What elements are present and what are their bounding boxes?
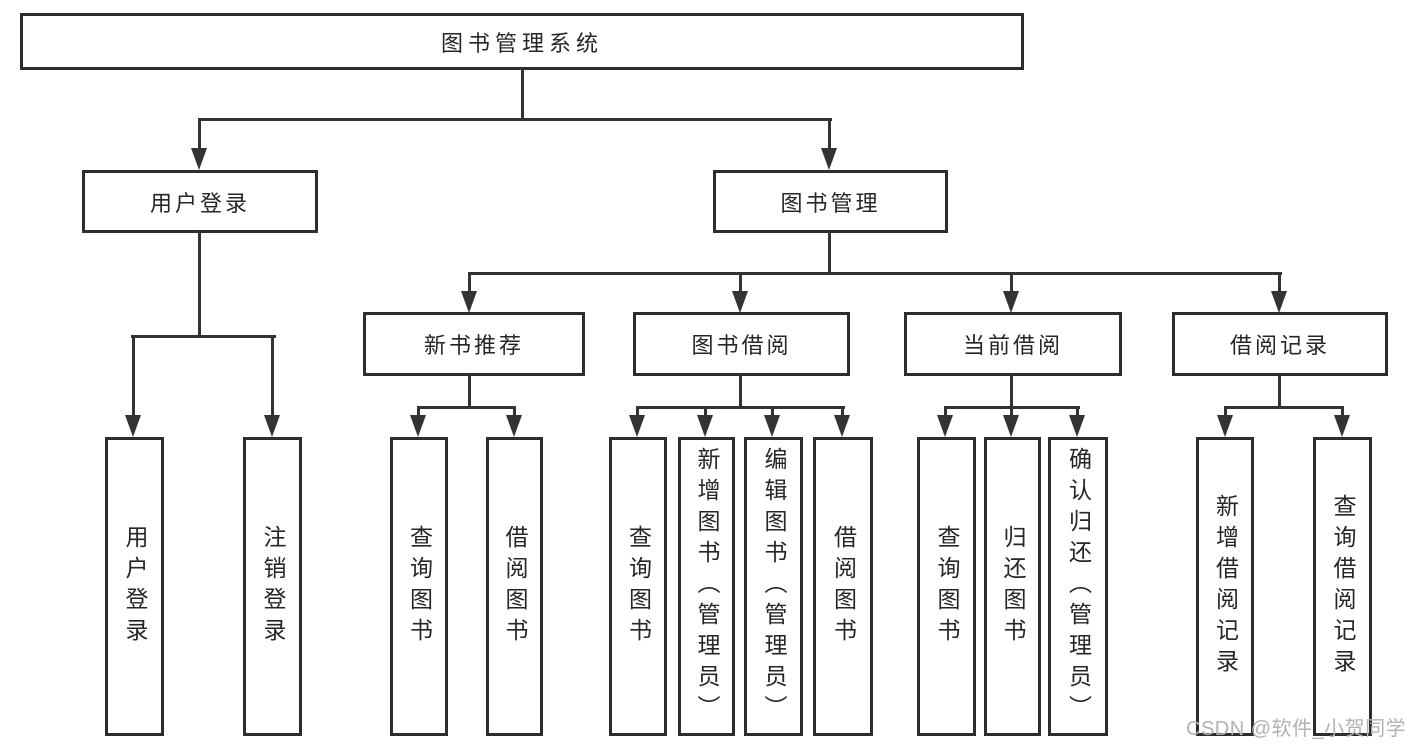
connector-line [271, 335, 274, 419]
arrow-down-icon [461, 291, 477, 313]
arrow-down-icon [732, 291, 748, 313]
leaf-logout: 注销登录 [243, 437, 302, 736]
connector-line [131, 335, 276, 338]
node-label: 编辑图书（管理员） [761, 447, 787, 726]
connector-line [198, 231, 201, 338]
connector-line [1278, 374, 1281, 408]
node-label: 图书借阅 [691, 333, 792, 358]
connector-line [513, 406, 516, 420]
connector-line [636, 406, 845, 409]
connector-line [1278, 272, 1281, 294]
arrow-down-icon [629, 415, 645, 437]
watermark: CSDN @软件_小贺同学 [1186, 718, 1405, 740]
connector-line [704, 406, 707, 420]
connector-line [132, 335, 135, 419]
connector-line [739, 374, 742, 408]
leaf-query-book: 查询图书 [390, 437, 448, 736]
node-current-borrow: 当前借阅 [904, 312, 1122, 376]
node-label: 用户登录 [149, 190, 250, 216]
arrow-down-icon [1003, 291, 1019, 313]
leaf-query-book: 查询图书 [609, 437, 667, 736]
node-label: 确认归还（管理员） [1065, 447, 1092, 726]
arrow-down-icon [1003, 415, 1019, 437]
connector-line [417, 406, 516, 409]
arrow-down-icon [506, 415, 522, 437]
connector-line [468, 374, 471, 408]
arrow-down-icon [1334, 415, 1350, 437]
connector-line [841, 406, 844, 420]
node-borrow-records: 借阅记录 [1172, 312, 1388, 376]
connector-line [1010, 374, 1013, 408]
connector-line [198, 118, 832, 121]
node-new-book-recommend: 新书推荐 [363, 312, 585, 376]
node-label: 图书管理 [780, 190, 881, 216]
connector-line [739, 272, 742, 294]
node-library-system: 图书管理系统 [20, 13, 1024, 70]
leaf-return-book: 归还图书 [984, 437, 1041, 736]
arrow-down-icon [1069, 415, 1085, 437]
connector-line [1076, 406, 1079, 420]
leaf-borrow-book: 借阅图书 [813, 437, 873, 736]
node-label: 用户登录 [122, 524, 148, 649]
connector-line [828, 232, 831, 273]
leaf-add-borrow-record: 新增借阅记录 [1196, 437, 1254, 736]
connector-line [417, 406, 420, 420]
node-label: 归还图书 [1000, 524, 1026, 649]
leaf-borrow-book: 借阅图书 [486, 437, 543, 736]
node-label: 查询图书 [406, 524, 433, 649]
node-label: 查询借阅记录 [1330, 493, 1356, 680]
leaf-add-book-admin: 新增图书（管理员） [678, 437, 735, 736]
node-user-login: 用户登录 [82, 170, 318, 233]
connector-line [521, 69, 524, 121]
arrow-down-icon [764, 415, 780, 437]
node-label: 借阅记录 [1229, 333, 1330, 358]
arrow-down-icon [1217, 415, 1233, 437]
connector-line [944, 406, 947, 420]
node-label: 图书管理系统 [440, 30, 603, 56]
arrow-down-icon [697, 415, 713, 437]
connector-line [1010, 406, 1013, 420]
connector-line [198, 118, 201, 152]
arrow-down-icon [125, 415, 141, 437]
node-label: 借阅图书 [502, 524, 528, 649]
connector-line [469, 272, 1282, 275]
arrow-down-icon [264, 415, 280, 437]
arrow-down-icon [834, 415, 850, 437]
node-label: 新增借阅记录 [1212, 493, 1239, 680]
leaf-confirm-return-admin: 确认归还（管理员） [1048, 437, 1108, 736]
node-label: 查询图书 [625, 524, 652, 649]
arrow-down-icon [821, 148, 837, 170]
connector-line [636, 406, 639, 420]
connector-line [1224, 406, 1344, 409]
node-label: 查询图书 [934, 524, 960, 649]
node-book-borrow: 图书借阅 [633, 312, 850, 376]
arrow-down-icon [937, 415, 953, 437]
arrow-down-icon [1271, 291, 1287, 313]
node-label: 新增图书（管理员） [694, 447, 720, 726]
leaf-edit-book-admin: 编辑图书（管理员） [744, 437, 803, 736]
leaf-query-book: 查询图书 [917, 437, 976, 736]
connector-line [1341, 406, 1344, 420]
connector-line [468, 272, 471, 294]
leaf-user-login: 用户登录 [105, 437, 164, 736]
node-label: 当前借阅 [962, 333, 1063, 358]
arrow-down-icon [410, 415, 426, 437]
connector-line [828, 118, 831, 152]
connector-line [771, 406, 774, 420]
connector-line [1224, 406, 1227, 420]
arrow-down-icon [191, 148, 207, 170]
node-label: 借阅图书 [830, 524, 857, 649]
leaf-query-borrow-record: 查询借阅记录 [1313, 437, 1372, 736]
connector-line [1010, 272, 1013, 294]
node-book-management: 图书管理 [713, 170, 948, 233]
node-label: 注销登录 [260, 524, 286, 649]
node-label: 新书推荐 [423, 333, 524, 358]
